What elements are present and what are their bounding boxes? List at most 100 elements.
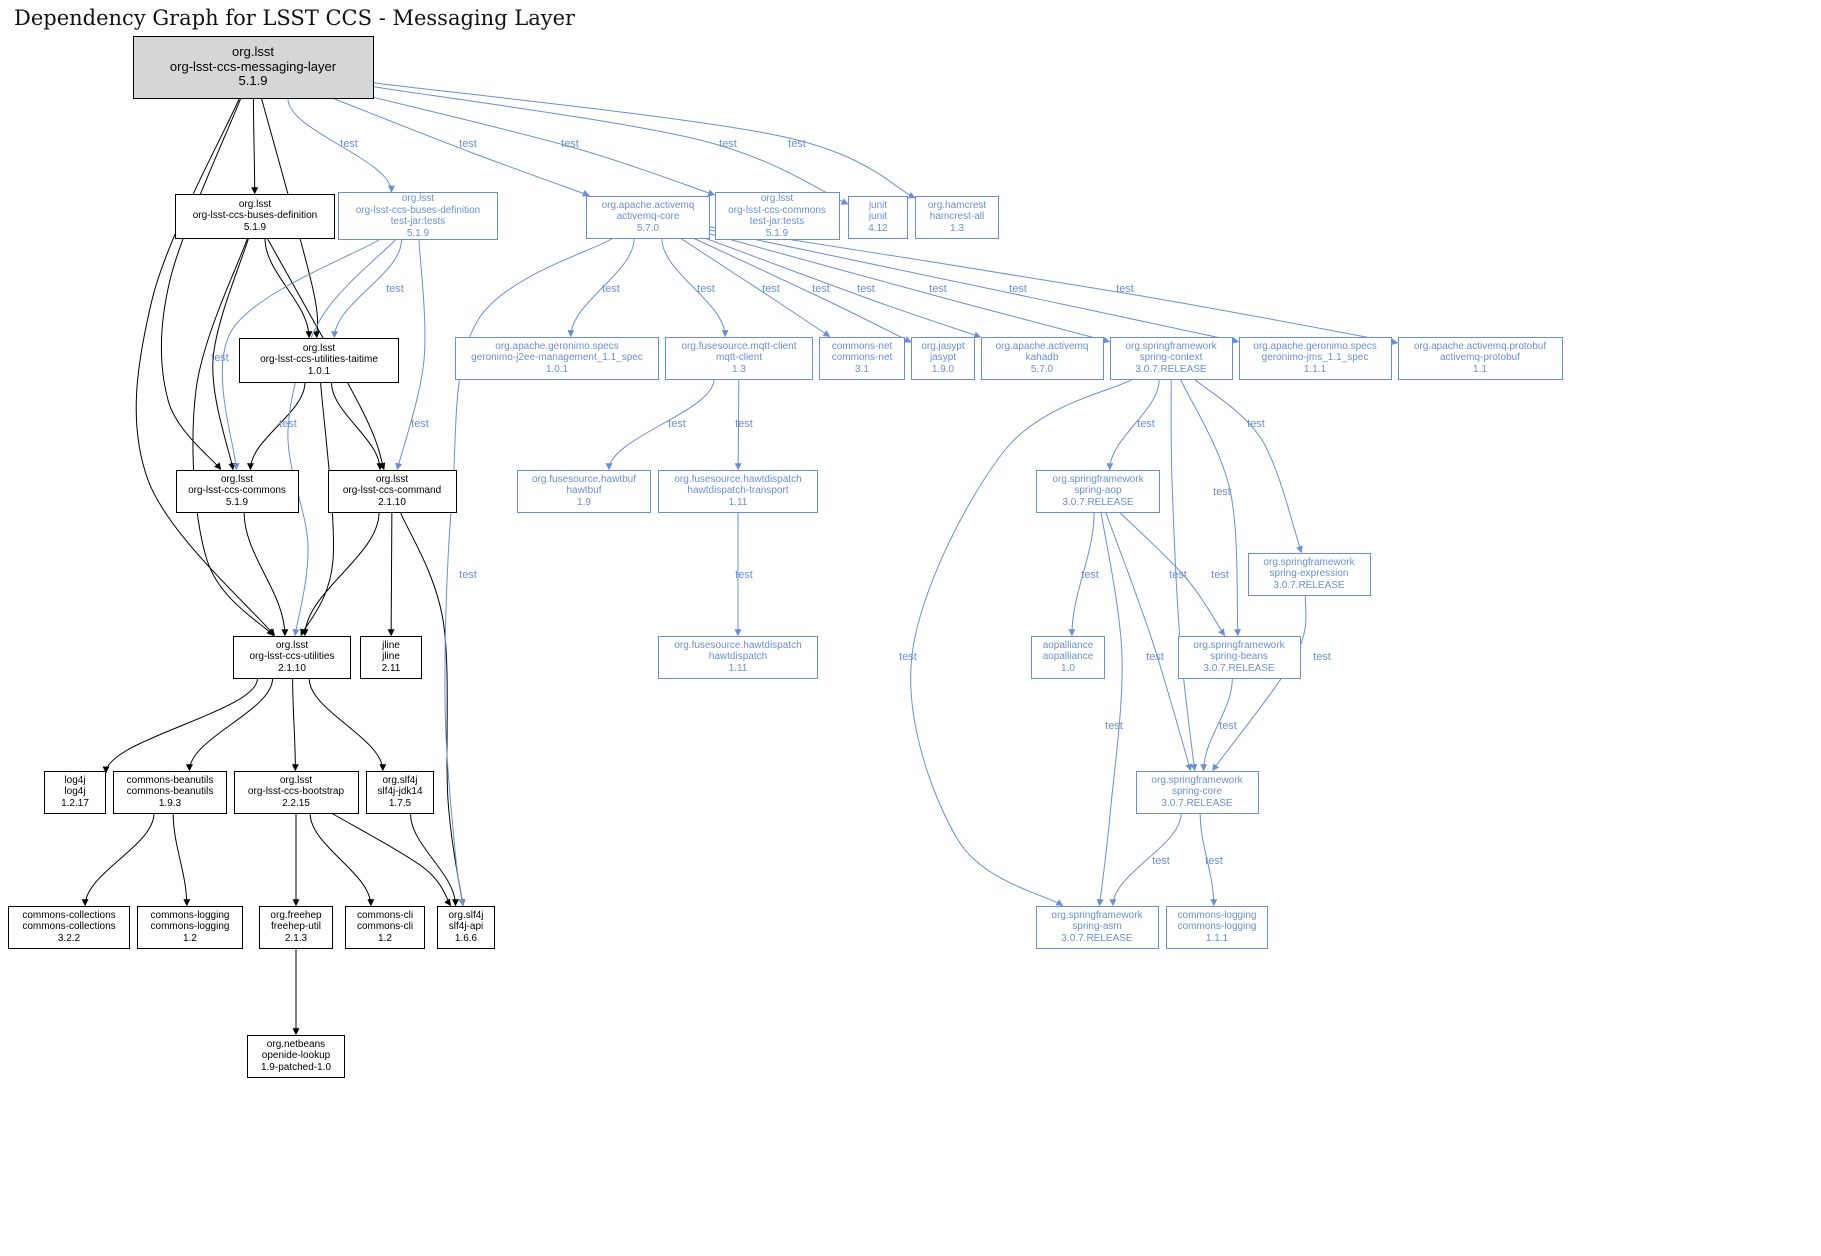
- edge-ccs_utilities--slf4j_jdk14: [308, 678, 387, 772]
- node-label: geronimo-j2ee-management_1.1_spec: [471, 352, 643, 364]
- node-label: 3.1: [855, 363, 869, 375]
- node-label: spring-context: [1139, 352, 1203, 364]
- node-label: 1.2: [183, 932, 197, 944]
- node-label: org.lsst: [232, 43, 274, 59]
- edge-buses_def_tests--ccs_utilities: [287, 239, 396, 637]
- node-label: activemq-core: [616, 211, 680, 223]
- edge-spring_aop--spring_beans: [1119, 512, 1225, 637]
- node-label: 2.1.10: [278, 662, 306, 674]
- edge-spring_context--spring_expression: [1194, 379, 1303, 554]
- node-label: org.lsst: [375, 473, 409, 485]
- edge-activemq_core--commons_net: [680, 238, 831, 337]
- edge-taitime--ccs_command: [331, 382, 384, 471]
- node-label: 5.7.0: [1030, 363, 1054, 375]
- edge-bootstrap--commons_cli: [309, 813, 375, 907]
- node-label: commons-logging: [1177, 909, 1257, 921]
- edge-slf4j_jdk14--slf4j_api: [410, 813, 459, 907]
- node-label: slf4j-api: [448, 921, 484, 933]
- node-label: org.fusesource.mqtt-client: [681, 340, 797, 352]
- node-label: 4.12: [868, 222, 888, 234]
- node-label: commons-logging: [1177, 921, 1257, 933]
- node-label: 1.1: [1473, 363, 1487, 375]
- edge-bootstrap--slf4j_api: [331, 813, 452, 907]
- edge-scope-label: test: [812, 283, 830, 295]
- node-label: 3.0.7.RELEASE: [1061, 932, 1133, 944]
- node-label: log4j: [64, 774, 86, 786]
- node-label: 1.2: [378, 932, 392, 944]
- node-label: org.slf4j: [382, 774, 418, 786]
- edge-scope-label: test: [1205, 855, 1223, 867]
- edge-root--buses_def_tests: [287, 98, 395, 193]
- node-label: 1.9.0: [931, 363, 955, 375]
- node-label: commons-net: [831, 340, 893, 352]
- node-label: 5.1.9: [406, 227, 430, 239]
- node-label: org.jasypt: [921, 340, 965, 352]
- node-label: org.apache.activemq: [995, 340, 1089, 352]
- node-label: org.lsst: [279, 774, 313, 786]
- edge-activemq_core--jasypt: [693, 238, 912, 343]
- node-label: 1.3: [732, 363, 746, 375]
- node-label: 1.11: [728, 496, 748, 508]
- node-label: spring-expression: [1269, 568, 1349, 580]
- edge-scope-label: test: [1009, 283, 1027, 295]
- node-label: 3.0.7.RELEASE: [1273, 579, 1345, 591]
- edge-scope-label: test: [762, 283, 780, 295]
- edge-activemq_core--spring_context: [709, 233, 1111, 344]
- node-label: 1.6.6: [454, 932, 478, 944]
- node-label: 3.2.2: [57, 932, 81, 944]
- node-label: org.apache.activemq.protobuf: [1413, 340, 1547, 352]
- edge-activemq_core--slf4j_api: [444, 238, 613, 907]
- edge-taitime--ccs_commons: [246, 382, 306, 471]
- node-label: commons-collections: [22, 921, 116, 933]
- node-label: slf4j-jdk14: [377, 786, 423, 798]
- node-label: 1.3: [950, 222, 964, 234]
- node-label: org.springframework: [1193, 639, 1285, 651]
- edge-scope-label: test: [788, 138, 806, 150]
- edge-spring_context--spring_core: [1170, 379, 1198, 772]
- node-label: org-lsst-ccs-utilities: [249, 651, 335, 663]
- node-label: org.lsst: [401, 193, 435, 204]
- node-label: 1.0.1: [307, 365, 331, 377]
- node-label: jline: [382, 639, 400, 651]
- node-label: junit: [868, 211, 888, 223]
- node-label: 3.0.7.RELEASE: [1135, 363, 1207, 375]
- edge-scope-label: test: [1211, 569, 1229, 581]
- node-label: org.apache.geronimo.specs: [495, 340, 619, 352]
- node-label: 2.2.15: [282, 797, 310, 809]
- node-label: test-jar:tests: [749, 216, 805, 227]
- edge-spring_aop--spring_asm: [1096, 512, 1123, 907]
- graph-title: Dependency Graph for LSST CCS - Messagin…: [14, 6, 576, 30]
- node-label: 2.11: [381, 662, 401, 674]
- node-label: 1.1.1: [1205, 932, 1229, 944]
- node-label: org.apache.activemq: [601, 199, 695, 211]
- node-label: test-jar:tests: [390, 216, 446, 227]
- edge-scope-label: test: [1313, 651, 1331, 663]
- node-label: 5.1.9: [243, 221, 267, 233]
- edge-spring_core--spring_asm: [1109, 813, 1182, 907]
- node-label: openide-lookup: [261, 1050, 331, 1062]
- edge-ccs_commons--ccs_utilities: [243, 512, 289, 637]
- node-label: 3.0.7.RELEASE: [1062, 496, 1134, 508]
- node-label: commons-cli: [356, 909, 414, 921]
- edge-ccs_utilities--beanutils: [185, 678, 274, 772]
- node-label: 1.0.1: [545, 363, 569, 375]
- edge-scope-label: test: [668, 418, 686, 430]
- node-label: 1.1.1: [1303, 363, 1327, 375]
- edge-scope-label: test: [1105, 720, 1123, 732]
- node-label: org-lsst-ccs-utilities-taitime: [260, 354, 378, 366]
- node-label: log4j: [64, 786, 86, 798]
